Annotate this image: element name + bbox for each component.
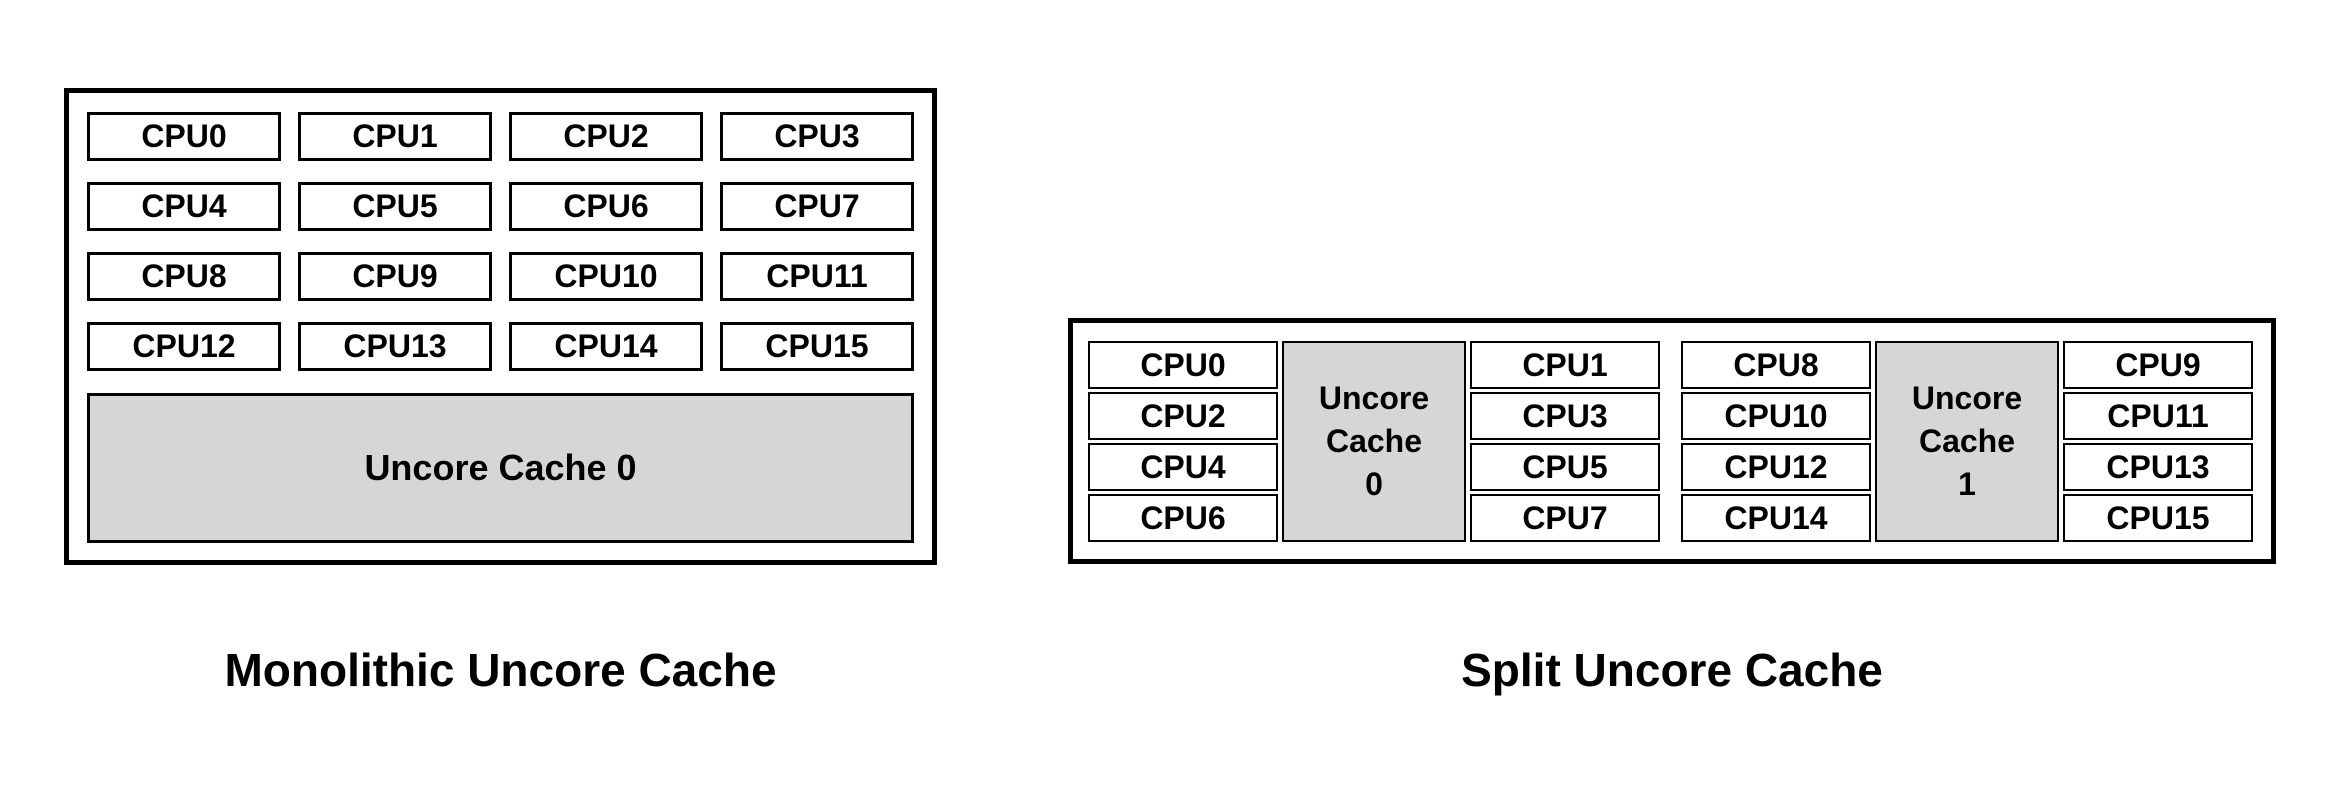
cpu-box: CPU11	[720, 252, 914, 301]
cpu-box: CPU1	[1470, 341, 1660, 389]
cpu-box: CPU15	[2063, 494, 2253, 542]
monolithic-caption: Monolithic Uncore Cache	[224, 644, 777, 696]
cpu-box: CPU8	[1681, 341, 1871, 389]
split-diagram-content: CPU0 CPU2 CPU4 CPU6 Uncore Cache 0 CPU1 …	[1088, 341, 2253, 542]
cpu-column: CPU9 CPU11 CPU13 CPU15	[2063, 341, 2253, 542]
cpu-box: CPU2	[509, 112, 703, 161]
uncore-cache-0-split-box: Uncore Cache 0	[1282, 341, 1466, 542]
cache-domain-cluster-0: CPU0 CPU2 CPU4 CPU6 Uncore Cache 0 CPU1 …	[1088, 341, 1660, 542]
cpu-box: CPU9	[298, 252, 492, 301]
split-diagram: CPU0 CPU2 CPU4 CPU6 Uncore Cache 0 CPU1 …	[1068, 318, 2276, 564]
uncore-cache-0-box: Uncore Cache 0	[87, 393, 914, 543]
split-caption: Split Uncore Cache	[1461, 644, 1883, 696]
cpu-box: CPU2	[1088, 392, 1278, 440]
cpu-box: CPU13	[298, 322, 492, 371]
cpu-box: CPU4	[87, 182, 281, 231]
cpu-box: CPU7	[720, 182, 914, 231]
cpu-box: CPU11	[2063, 392, 2253, 440]
uncore-cache-label-line: Cache	[1325, 423, 1423, 459]
cpu-column: CPU8 CPU10 CPU12 CPU14	[1681, 341, 1871, 542]
cpu-box: CPU9	[2063, 341, 2253, 389]
monolithic-cpu-grid: CPU0 CPU1 CPU2 CPU3 CPU4 CPU5 CPU6 CPU7 …	[87, 112, 914, 371]
cpu-box: CPU12	[87, 322, 281, 371]
cpu-column: CPU1 CPU3 CPU5 CPU7	[1470, 341, 1660, 542]
cpu-box: CPU6	[509, 182, 703, 231]
cpu-box: CPU3	[1470, 392, 1660, 440]
uncore-cache-label-line: Uncore	[1318, 380, 1430, 416]
cpu-box: CPU1	[298, 112, 492, 161]
cpu-box: CPU6	[1088, 494, 1278, 542]
cpu-box: CPU3	[720, 112, 914, 161]
cpu-box: CPU5	[298, 182, 492, 231]
cpu-box: CPU12	[1681, 443, 1871, 491]
uncore-cache-label-line: 0	[1365, 466, 1383, 502]
monolithic-diagram: CPU0 CPU1 CPU2 CPU3 CPU4 CPU5 CPU6 CPU7 …	[64, 88, 937, 565]
cpu-box: CPU10	[1681, 392, 1871, 440]
uncore-cache-label-line: Cache	[1918, 423, 2016, 459]
cpu-box: CPU4	[1088, 443, 1278, 491]
cpu-box: CPU8	[87, 252, 281, 301]
uncore-cache-1-split-box: Uncore Cache 1	[1875, 341, 2059, 542]
cpu-box: CPU14	[509, 322, 703, 371]
cpu-box: CPU5	[1470, 443, 1660, 491]
cpu-box: CPU15	[720, 322, 914, 371]
uncore-cache-label-line: 1	[1958, 466, 1976, 502]
cpu-box: CPU0	[87, 112, 281, 161]
cpu-box: CPU13	[2063, 443, 2253, 491]
uncore-cache-label-line: Uncore	[1911, 380, 2023, 416]
cache-domain-cluster-1: CPU8 CPU10 CPU12 CPU14 Uncore Cache 1 CP…	[1681, 341, 2253, 542]
cpu-box: CPU14	[1681, 494, 1871, 542]
cpu-box: CPU0	[1088, 341, 1278, 389]
cpu-box: CPU10	[509, 252, 703, 301]
cpu-column: CPU0 CPU2 CPU4 CPU6	[1088, 341, 1278, 542]
cpu-box: CPU7	[1470, 494, 1660, 542]
